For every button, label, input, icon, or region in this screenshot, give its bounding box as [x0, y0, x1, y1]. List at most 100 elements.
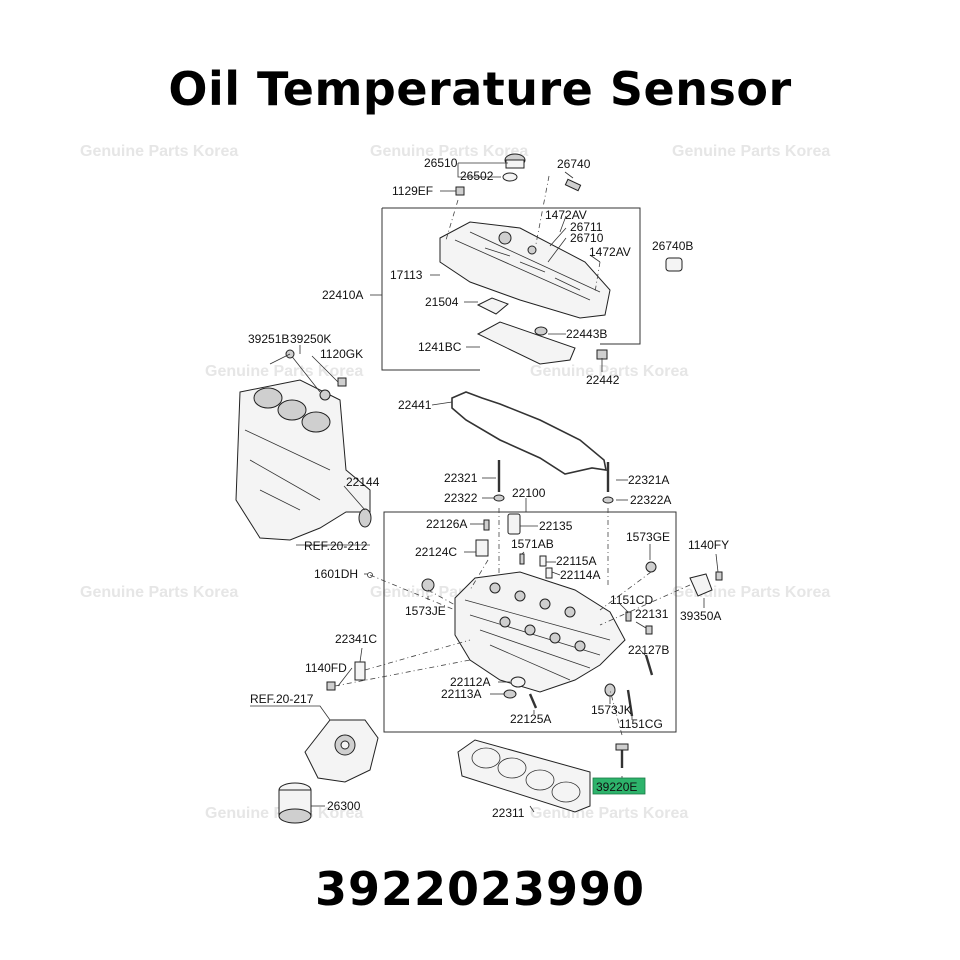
part-label: 1151CD [610, 593, 653, 607]
part-label: 1140FD [305, 661, 347, 675]
stud-22127b [644, 654, 654, 676]
guide-lines [334, 175, 691, 736]
cylinder-head [454, 571, 626, 693]
part-label: 22410A [322, 288, 363, 302]
sensor-39350a [689, 573, 713, 597]
part-22442 [596, 349, 608, 360]
highlight-box [592, 777, 646, 795]
rocker-cover [439, 221, 611, 319]
part-label: 1120GK [320, 347, 363, 361]
bolt-1151cd [625, 611, 632, 622]
part-label: 22341C [335, 632, 377, 646]
washer-22322a [602, 496, 614, 504]
part-label: 22321A [628, 473, 669, 487]
bolt-1151cg [626, 689, 634, 717]
bolt-1129ef [455, 186, 465, 196]
rocker-cover-group-frame-left [381, 208, 480, 371]
part-22112a [510, 676, 526, 688]
part-22113a [503, 689, 517, 699]
part-label: 22113A [441, 687, 481, 701]
part-label: 22131 [635, 607, 669, 621]
pcv-valve [564, 178, 582, 192]
part-label: 1573JE [405, 604, 446, 618]
bolt-1140fy [715, 571, 723, 581]
engine-block-ref [235, 349, 371, 541]
part-label: 39250K [290, 332, 331, 346]
part-label: 22115A [556, 554, 596, 568]
watermark-text: Genuine Parts Korea [80, 584, 238, 601]
part-label: 22114A [560, 568, 600, 582]
part-label: 21504 [425, 295, 459, 309]
part-label: 22441 [398, 398, 432, 412]
part-label: 1573GE [626, 530, 670, 544]
part-label: 1129EF [392, 184, 433, 198]
part-label: 26710 [570, 231, 604, 245]
oil-filler-cap [504, 153, 526, 169]
part-label: 1241BC [418, 340, 462, 354]
oil-temperature-sensor [615, 743, 629, 768]
part-22124c [475, 539, 489, 557]
part-22131 [645, 625, 653, 635]
part-label: 26740 [557, 157, 591, 171]
part-label: 22100 [512, 486, 546, 500]
watermark-text: Genuine Parts Korea [205, 363, 363, 380]
part-label: 22321 [444, 471, 478, 485]
part-label: 22135 [539, 519, 573, 533]
guide-22115a [539, 555, 547, 567]
plug-1573ge [645, 561, 657, 573]
part-label: 22442 [586, 373, 620, 387]
part-label: 22126A [426, 517, 467, 531]
watermark-text: Genuine Parts Korea [530, 363, 688, 380]
part-label: 1472AV [589, 245, 631, 259]
part-label: 17113 [390, 268, 423, 282]
guide-22114a [545, 567, 553, 579]
head-gasket [457, 739, 591, 813]
part-label: 1140FY [688, 538, 729, 552]
stud-22125a [528, 693, 538, 709]
leader-lines [250, 162, 719, 813]
part-label: 1573JK [591, 703, 632, 717]
part-label: 26740B [652, 239, 693, 253]
part-number: 3922023990 [314, 862, 646, 916]
plug-1573je [421, 578, 435, 592]
part-22126a [483, 519, 490, 531]
part-label: 22443B [566, 327, 607, 341]
part-label: 26711 [570, 220, 603, 234]
watermark-text: Genuine Parts Korea [370, 143, 528, 160]
part-label: 1472AV [545, 208, 587, 222]
rocker-cover-gasket-22441 [451, 391, 608, 475]
bracket-22341c [354, 661, 366, 681]
oil-pump-ref [304, 719, 379, 783]
part-label: REF.20-212 [304, 539, 368, 553]
part-label: REF.20-217 [250, 692, 314, 706]
baffle-21504 [476, 297, 509, 315]
part-label: 26510 [424, 156, 458, 170]
page-title: Oil Temperature Sensor [168, 62, 792, 116]
part-1571ab [519, 553, 525, 565]
part-label: 39251B [248, 332, 289, 346]
part-label: 39350A [680, 609, 721, 623]
part-label: 22311 [492, 806, 525, 820]
rocker-cover-group-frame [382, 207, 641, 345]
washer-22322 [493, 494, 505, 502]
seal-22144 [358, 508, 372, 528]
plug-1573jk [604, 683, 616, 697]
part-label: 22322A [630, 493, 671, 507]
cover-gasket-1241bc [476, 321, 576, 365]
cap-gasket [502, 172, 518, 182]
part-label: 22124C [415, 545, 457, 559]
part-label: 26300 [327, 799, 361, 813]
pin-1601dh [367, 572, 373, 578]
part-label: 22144 [346, 475, 380, 489]
part-label: 26502 [460, 169, 494, 183]
grommet-26740b [665, 257, 683, 272]
highlighted-part-label: 39220E [596, 780, 637, 794]
cylinder-head-group-frame [383, 511, 677, 733]
part-label: 22112A [450, 675, 490, 689]
part-label: 1601DH [314, 567, 358, 581]
watermark-text: Genuine Parts Korea [672, 143, 830, 160]
part-label: 22127B [628, 643, 669, 657]
part-label: 22322 [444, 491, 478, 505]
gasket-22443b [534, 326, 548, 336]
